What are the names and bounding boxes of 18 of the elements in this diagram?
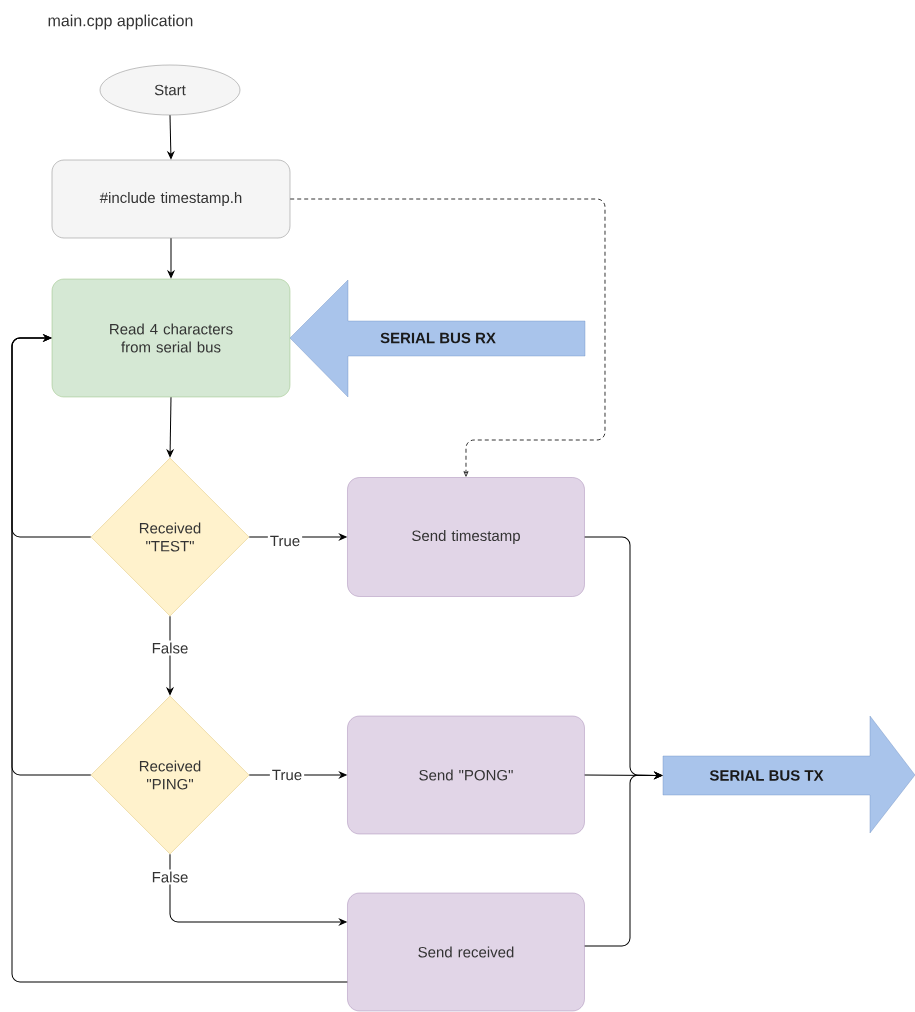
- arrow: [169, 853, 347, 926]
- arrow: [584, 772, 663, 947]
- process-box: Send timestamp: [347, 477, 585, 597]
- arrow: [166, 396, 174, 458]
- process-box: Send received: [347, 892, 585, 1012]
- arrow: [166, 615, 174, 696]
- title: main.cpp application: [48, 14, 193, 30]
- process-box: Send "PONG": [347, 715, 585, 835]
- process-box: #include timestamp.h: [51, 159, 291, 239]
- edge-label: False: [149, 869, 191, 885]
- edge-label: True: [269, 767, 305, 783]
- edge-label: True: [267, 533, 303, 549]
- arrow: [289, 198, 606, 477]
- arrow: [11, 334, 348, 983]
- edge-label: False: [149, 640, 191, 656]
- process-box: Read 4 characters from serial bus: [51, 278, 291, 398]
- arrow: [167, 114, 175, 160]
- arrow: [167, 237, 175, 279]
